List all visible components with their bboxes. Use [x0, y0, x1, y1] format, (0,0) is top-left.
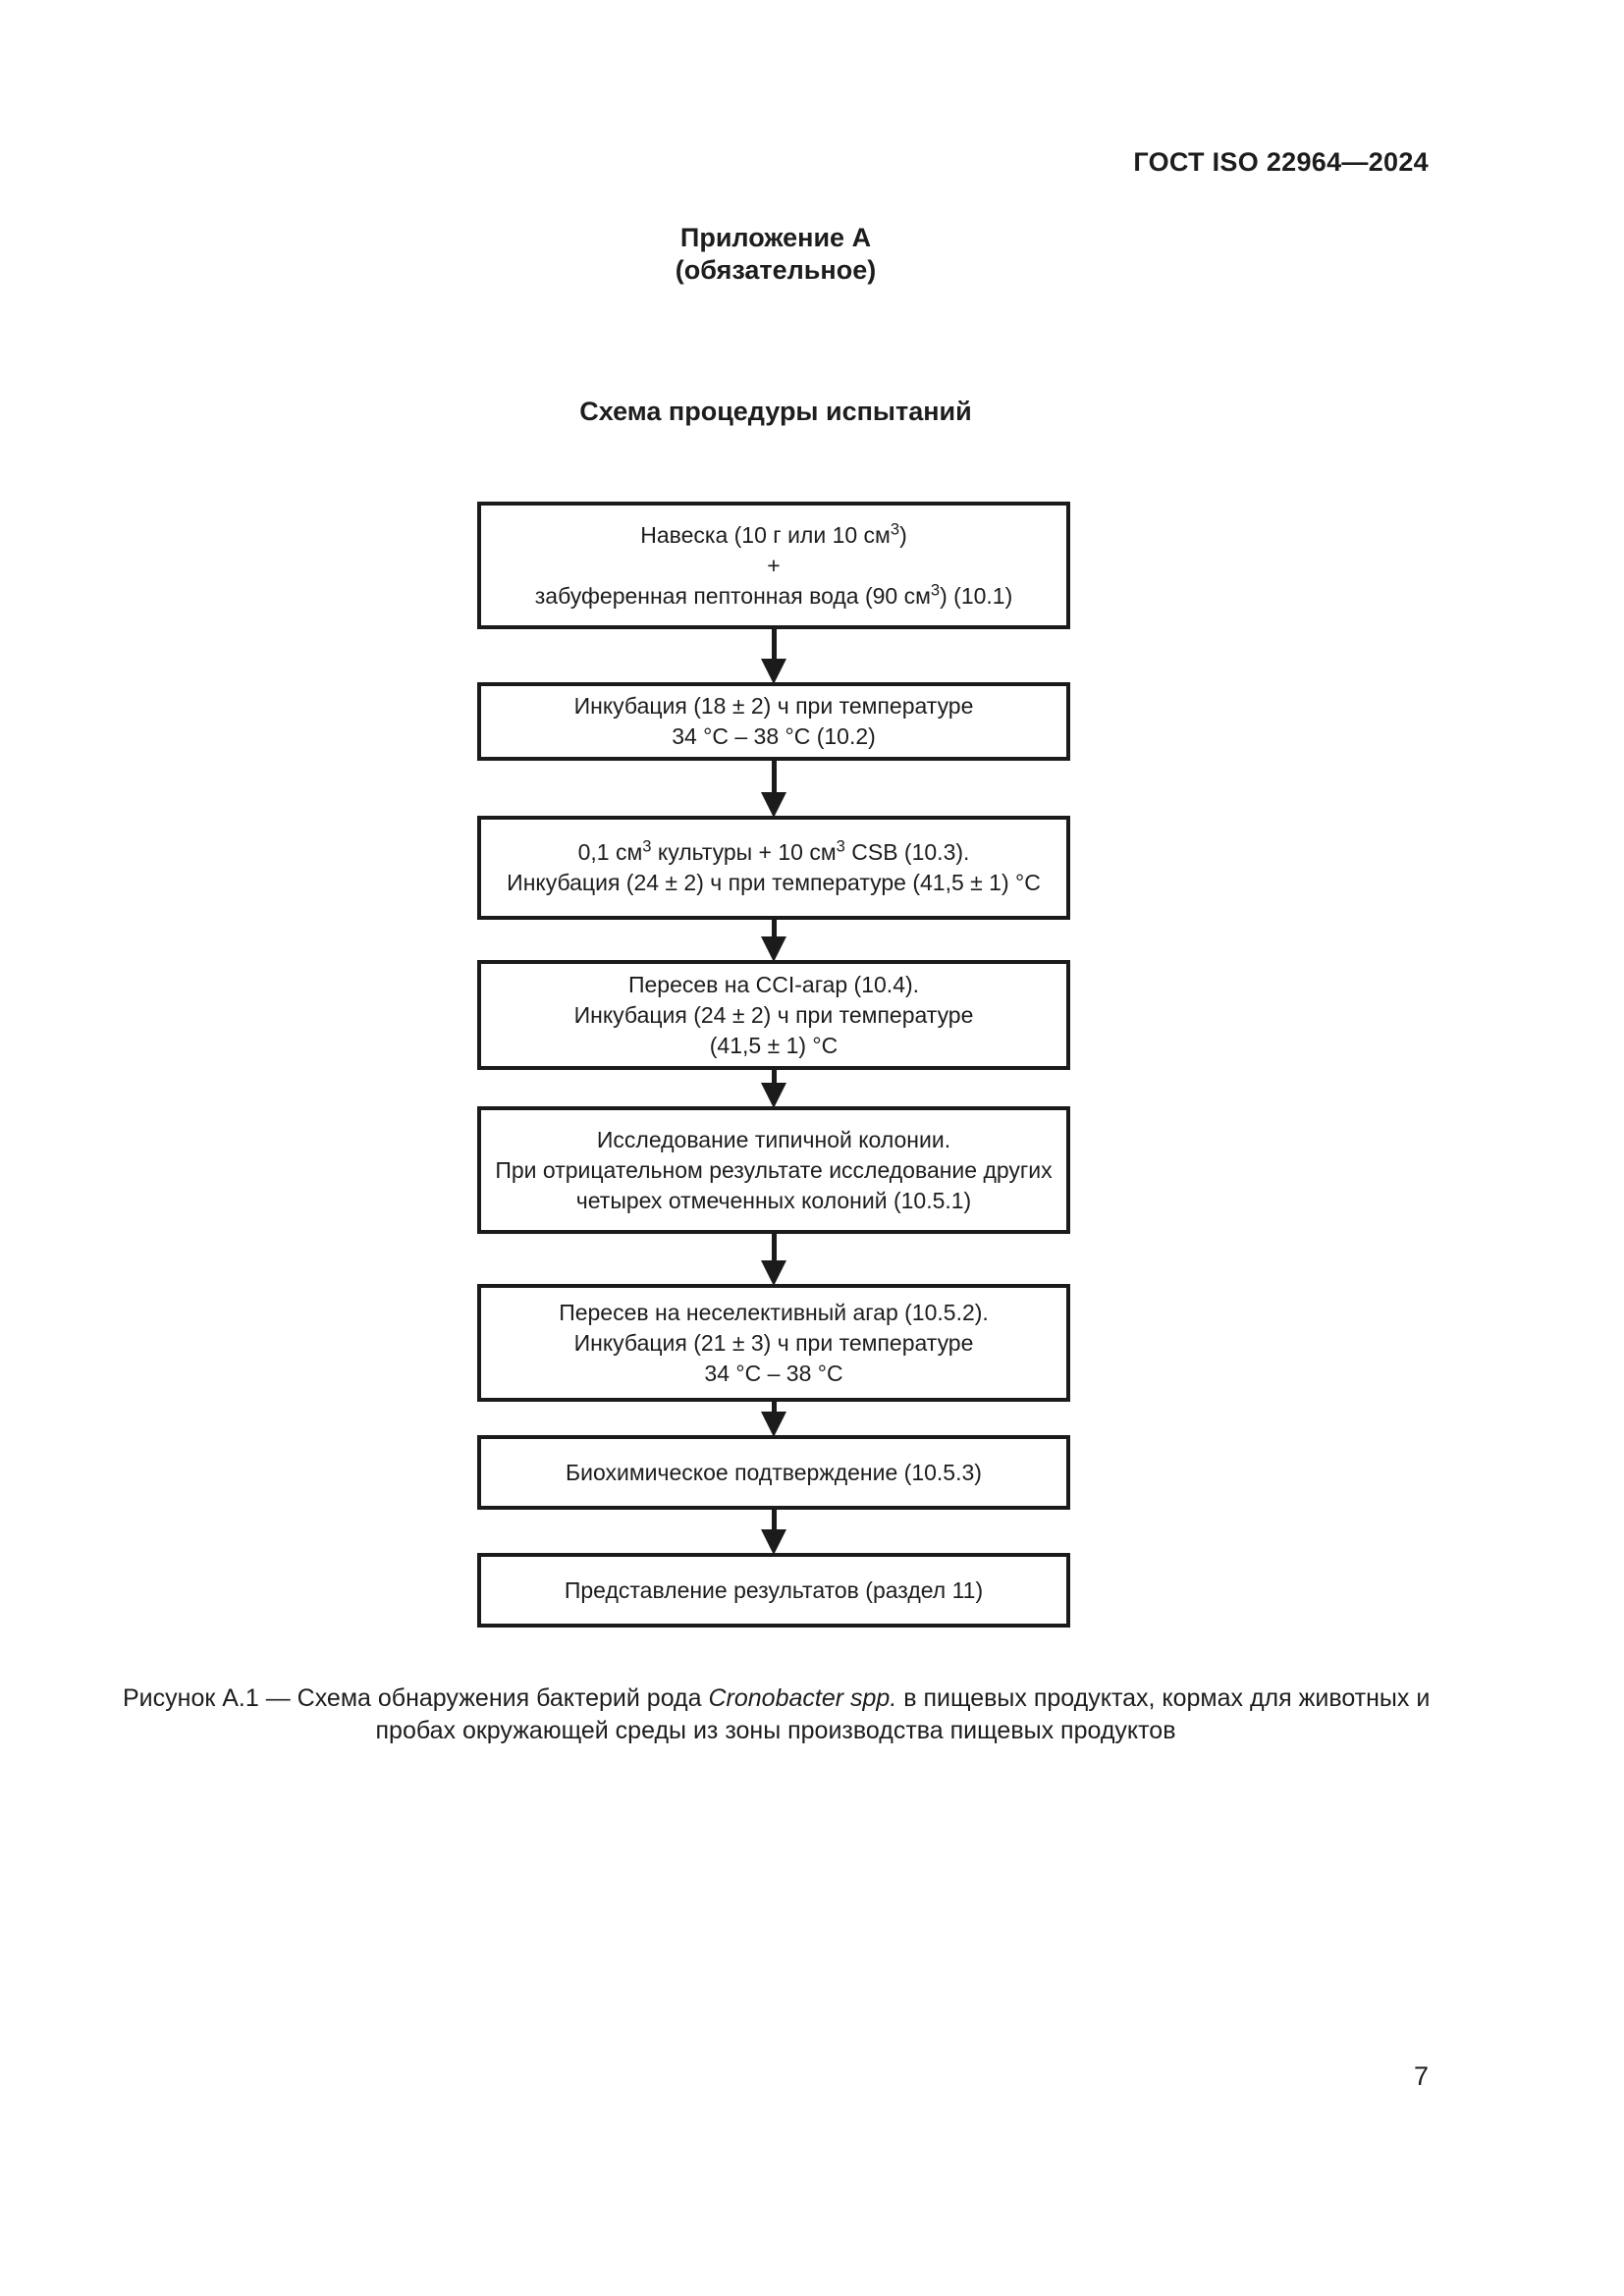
arrow-stem [771, 918, 777, 940]
arrow-head-icon [761, 792, 786, 818]
appendix-subtitle: (обязательное) [675, 255, 877, 285]
flow-arrow [750, 759, 797, 818]
arrow-head-icon [761, 1260, 786, 1286]
flow-arrow [750, 1400, 797, 1437]
flow-box-cci-agar: Пересев на CCI-агар (10.4).Инкубация (24… [477, 960, 1070, 1070]
flow-arrow [750, 1508, 797, 1555]
arrow-head-icon [761, 1529, 786, 1555]
appendix-heading: Приложение А (обязательное) [123, 222, 1429, 287]
appendix-title: Приложение А [679, 223, 872, 252]
arrow-stem [771, 1508, 777, 1533]
flow-box-biochemical-confirmation: Биохимическое подтверждение (10.5.3) [477, 1435, 1070, 1510]
flow-box-csb-culture: 0,1 см3 культуры + 10 см3 CSB (10.3).Инк… [477, 816, 1070, 920]
arrow-head-icon [761, 1083, 786, 1108]
arrow-stem [771, 1068, 777, 1087]
flow-arrow [750, 1068, 797, 1108]
arrow-head-icon [761, 1412, 786, 1437]
arrow-stem [771, 1400, 777, 1415]
flow-box-nonselective-agar: Пересев на неселективный агар (10.5.2).И… [477, 1284, 1070, 1402]
arrow-head-icon [761, 659, 786, 684]
flow-box-sample: Навеска (10 г или 10 см3)+забуференная п… [477, 502, 1070, 629]
arrow-stem [771, 627, 777, 663]
flow-arrow [750, 627, 797, 684]
arrow-stem [771, 1232, 777, 1264]
flow-arrow [750, 918, 797, 962]
flow-box-colony-examination: Исследование типичной колонии.При отрица… [477, 1106, 1070, 1234]
section-title: Схема процедуры испытаний [579, 397, 972, 426]
flow-box-results: Представление результатов (раздел 11) [477, 1553, 1070, 1628]
document-standard-code: ГОСТ ISO 22964—2024 [1133, 147, 1429, 177]
arrow-head-icon [761, 936, 786, 962]
figure-caption: Рисунок А.1 — Схема обнаружения бактерий… [123, 1684, 1431, 1744]
flow-arrow [750, 1232, 797, 1286]
arrow-stem [771, 759, 777, 796]
page-number: 7 [1413, 2061, 1429, 2091]
